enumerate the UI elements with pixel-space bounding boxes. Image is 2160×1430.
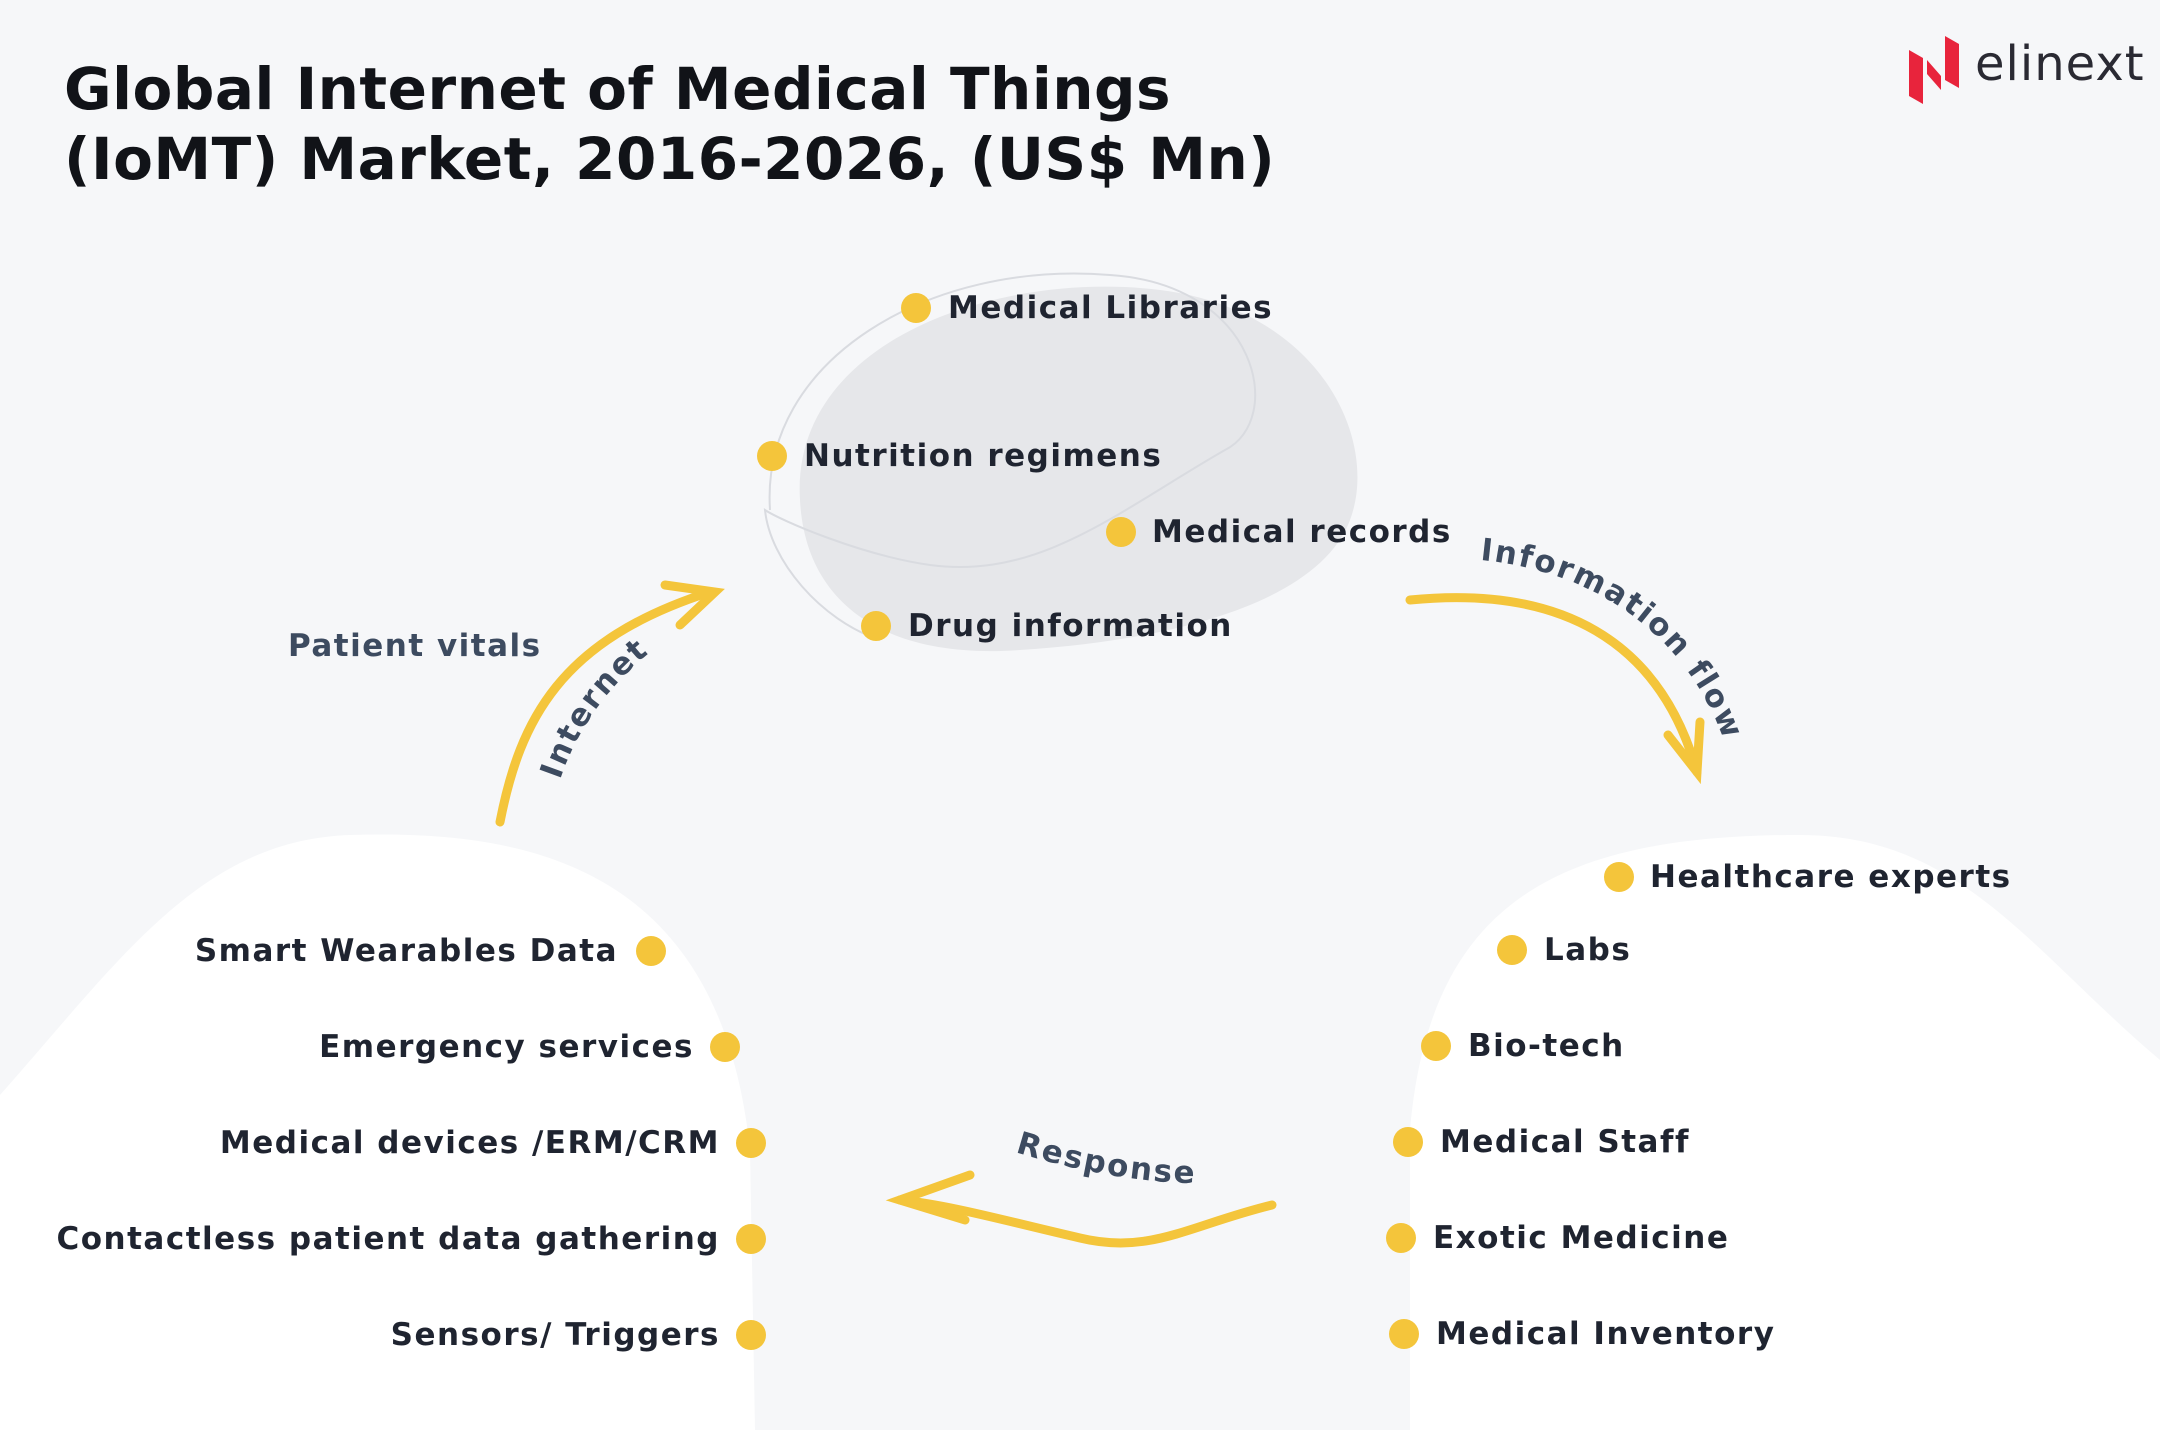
patient-bullet	[736, 1320, 766, 1350]
brand-mark-icon	[1909, 36, 1959, 104]
provider-hill	[1410, 835, 2160, 1430]
provider-bullet	[1421, 1031, 1451, 1061]
provider-bullet	[1389, 1319, 1419, 1349]
title-line-1: Global Internet of Medical Things	[64, 55, 1172, 123]
patient-bullet	[636, 936, 666, 966]
provider-item-healthcare-experts: Healthcare experts	[1650, 859, 2012, 895]
cloud-bullet	[757, 441, 787, 471]
patient-bullet	[710, 1032, 740, 1062]
patient-item-sensors-triggers: Sensors/ Triggers	[390, 1317, 720, 1353]
provider-item-medical-staff: Medical Staff	[1440, 1124, 1690, 1160]
information-flow-arrow	[1405, 593, 1705, 785]
cloud-item-nutrition-regimens: Nutrition regimens	[804, 438, 1163, 474]
provider-bullet	[1393, 1127, 1423, 1157]
patient-item-emergency-services: Emergency services	[319, 1029, 694, 1065]
provider-item-bio-tech: Bio-tech	[1468, 1028, 1625, 1064]
response-arrow	[885, 1170, 1277, 1248]
provider-bullet	[1604, 862, 1634, 892]
patient-hill	[0, 834, 755, 1430]
cloud-bullet	[901, 293, 931, 323]
title-line-2: (IoMT) Market, 2016-2026, (US$ Mn)	[64, 125, 1276, 193]
patient-item-smart-wearables: Smart Wearables Data	[194, 933, 618, 969]
cloud-outline	[763, 272, 1257, 641]
provider-bullet	[1497, 935, 1527, 965]
patient-bullet	[736, 1128, 766, 1158]
cloud-item-drug-information: Drug information	[908, 608, 1233, 644]
cloud-bullet	[1106, 517, 1136, 547]
provider-item-labs: Labs	[1544, 932, 1632, 968]
brand-name: elinext	[1975, 36, 2145, 92]
patient-bullet	[736, 1224, 766, 1254]
patient-item-contactless-data: Contactless patient data gathering	[56, 1221, 720, 1257]
page-title: Global Internet of Medical Things (IoMT)…	[64, 54, 1275, 194]
response-label: Response	[1013, 1125, 1197, 1191]
cloud-item-medical-records: Medical records	[1152, 514, 1452, 550]
internet-arrow	[495, 580, 725, 827]
cloud-item-medical-libraries: Medical Libraries	[948, 290, 1274, 326]
cloud-bullet	[861, 611, 891, 641]
patient-item-medical-devices: Medical devices /ERM/CRM	[219, 1125, 720, 1161]
patient-vitals-label: Patient vitals	[288, 628, 542, 664]
provider-item-exotic-medicine: Exotic Medicine	[1433, 1220, 1730, 1256]
provider-bullet	[1386, 1223, 1416, 1253]
provider-item-medical-inventory: Medical Inventory	[1436, 1316, 1776, 1352]
cloud-blob	[799, 286, 1358, 652]
